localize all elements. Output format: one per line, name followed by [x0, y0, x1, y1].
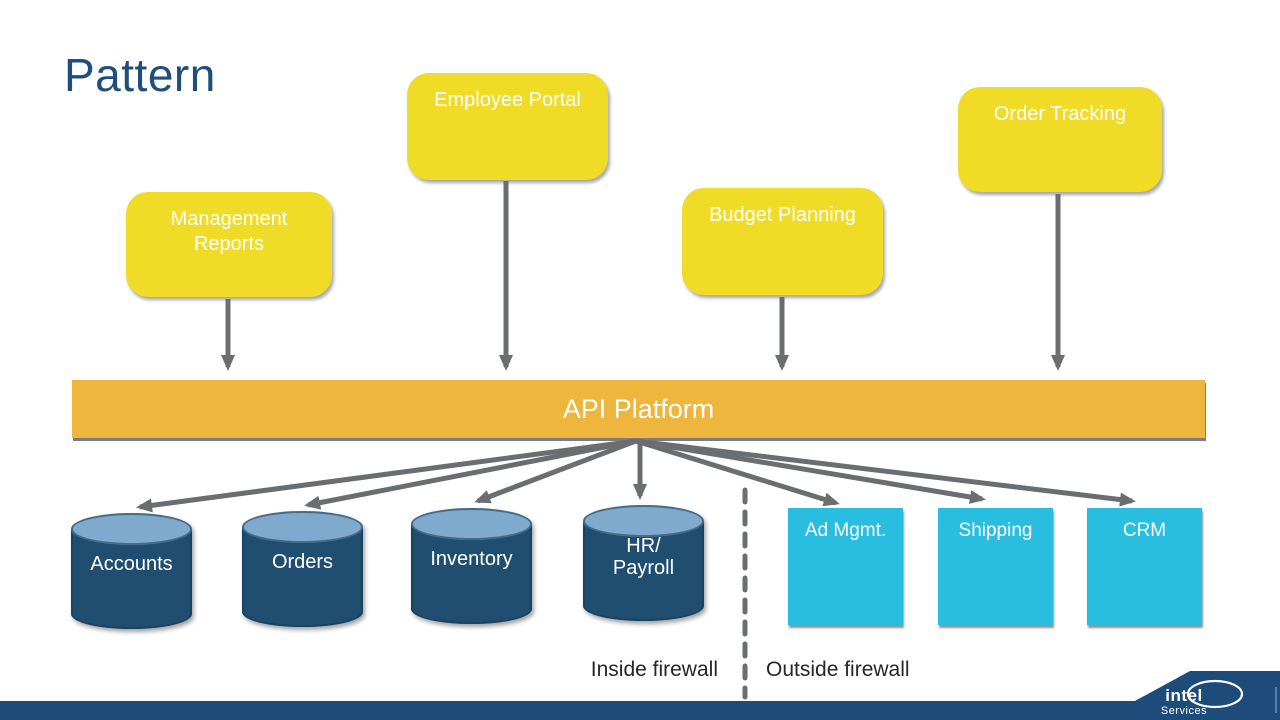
footer-corner: [1100, 671, 1280, 720]
cylinder-top: [411, 508, 532, 540]
intel-logo-swoosh-icon: [1186, 679, 1244, 709]
arrow-api-to-accounts: [136, 438, 637, 513]
datastore-label: Inventory: [430, 548, 513, 570]
intel-logo: intel: [1165, 686, 1203, 705]
datastore-inventory: Inventory: [411, 508, 532, 624]
app-box-label: Employee Portal: [434, 89, 581, 111]
service-box-shipping: Shipping: [938, 508, 1053, 625]
intel-services-label: Services: [1160, 705, 1208, 717]
api-platform-label: API Platform: [562, 394, 715, 424]
app-box-label: Order Tracking: [993, 103, 1127, 125]
cylinder-top: [583, 505, 704, 537]
api-platform-bar: API Platform: [72, 380, 1205, 438]
service-box-label: Ad Mgmt.: [804, 520, 887, 541]
datastore-accounts: Accounts: [71, 513, 192, 629]
app-box-management-reports: Management Reports: [126, 192, 332, 297]
datastore-orders: Orders: [242, 511, 363, 627]
cylinder-body: [583, 521, 704, 621]
arrow-api-to-inventory: [474, 438, 637, 504]
page-title: Pattern: [64, 49, 216, 101]
footer-corner-shape: [1100, 671, 1280, 720]
arrow-api-to-orders: [304, 438, 637, 510]
datastore-label: Accounts: [90, 553, 173, 575]
outside-firewall-label: Outside firewall: [766, 658, 910, 681]
arrow-api-to-crm: [635, 438, 1136, 507]
footer-bar: [0, 701, 1280, 720]
cylinder-body: [71, 529, 192, 629]
app-box-employee-portal: Employee Portal: [407, 73, 608, 180]
cylinder-top: [71, 513, 192, 545]
inside-firewall-label: Inside firewall: [590, 658, 718, 681]
app-box-budget-planning: Budget Planning: [682, 188, 883, 295]
service-box-crm: CRM: [1087, 508, 1202, 625]
app-box-label: Budget Planning: [709, 204, 856, 226]
cylinder-top: [242, 511, 363, 543]
datastore-label: HR/ Payroll: [612, 535, 675, 579]
app-box-order-tracking: Order Tracking: [958, 87, 1162, 192]
app-box-label: Management Reports: [170, 208, 288, 255]
arrow-api-to-ad-mgmt: [635, 438, 840, 507]
service-box-ad-mgmt: Ad Mgmt.: [788, 508, 903, 625]
datastore-label: Orders: [271, 551, 334, 573]
cylinder-body: [242, 527, 363, 627]
service-box-label: Shipping: [958, 520, 1033, 541]
cylinder-body: [411, 524, 532, 624]
arrow-api-to-shipping: [635, 438, 986, 504]
datastore-hr-payroll: HR/ Payroll: [583, 505, 704, 621]
service-box-label: CRM: [1122, 520, 1167, 541]
